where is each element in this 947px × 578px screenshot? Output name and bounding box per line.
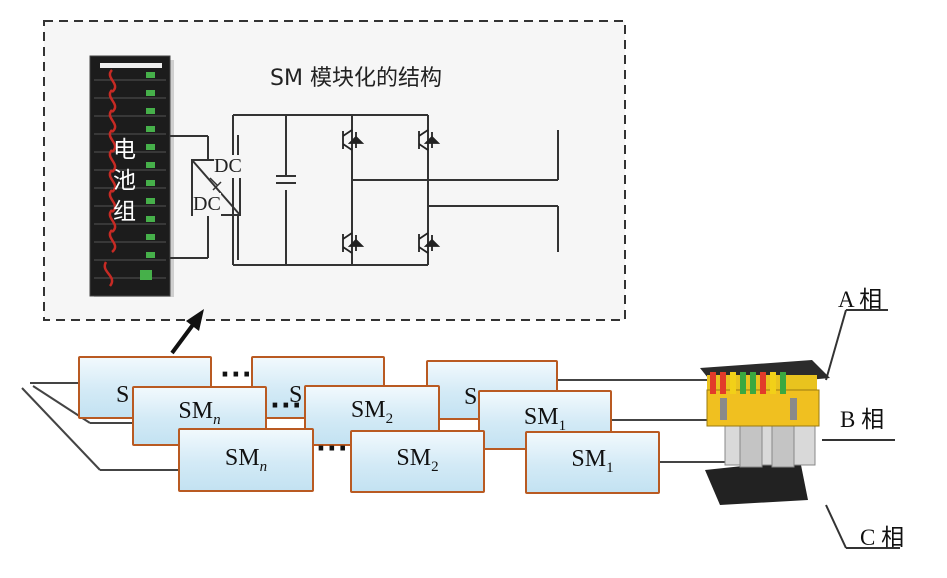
sm-module-name: S [289,382,303,408]
row2-ellipsis: ··· [270,391,303,421]
structure-title: SM 模块化的结构 [270,66,442,91]
phase-lines [822,309,900,549]
sm-module-name: SM [350,397,386,423]
sm-module-name: SM [396,445,432,471]
sm-module-name: SM [224,445,260,471]
row1-ellipsis: ··· [220,360,253,390]
sm-module-row3-n: SMn [178,428,314,492]
battery-rack-image [89,55,171,297]
sm-module-row3-1: SM1 [525,431,660,494]
battery-label-char-3: 组 [113,199,136,225]
sm-module-name: S [464,384,478,410]
sm-module-index: n [259,458,268,475]
sm-module-index: 1 [558,417,567,434]
sm-module-name: SM [523,404,559,430]
sm-module-index: 2 [385,410,394,427]
circuit-wires [170,114,559,266]
battery-label: 电 池 组 [113,135,136,228]
sm-module-name: SM [178,398,214,424]
battery-label-char-2: 池 [113,168,136,194]
sm-module-name: SM [571,446,607,472]
sm-module-row2-n: SMn [132,386,267,446]
sm-module-index: n [213,411,221,428]
battery-label-char-1: 电 [113,137,136,163]
sm-module-name: S [116,382,130,408]
sm-module-index: 2 [431,458,439,475]
igbt-switches [342,129,441,254]
detail-arrow [170,309,204,355]
sm-module-index: 1 [606,459,614,476]
dcdc-label-bottom: DC [193,193,221,216]
sm-module-row3-2: SM2 [350,430,485,493]
transformer-image [700,360,830,505]
phase-b-label: B 相 [840,407,885,432]
phase-a-label: A 相 [838,287,883,312]
row3-ellipsis: ··· [316,434,349,464]
dcdc-label-top: DC [214,155,242,178]
phase-c-label: C 相 [860,525,905,550]
